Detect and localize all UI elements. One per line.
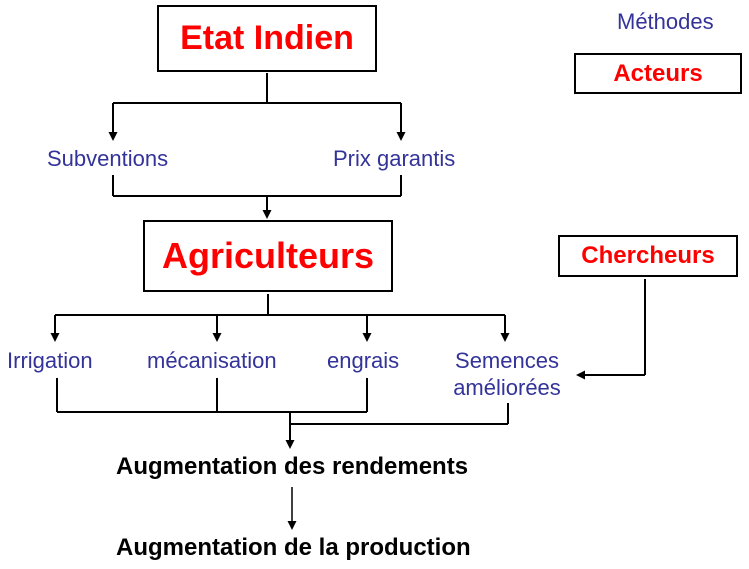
subventions-label: Subventions (47, 146, 169, 171)
chercheurs-label: Chercheurs (581, 242, 715, 269)
augmentation-rendements-label: Augmentation des rendements (116, 453, 469, 480)
engrais-label: engrais (327, 348, 400, 373)
etat-indien-box: Etat Indien (157, 5, 377, 72)
acteurs-label: Acteurs (613, 59, 703, 87)
agriculteurs-box: Agriculteurs (143, 220, 393, 292)
augmentation-production-label: Augmentation de la production (116, 534, 471, 561)
semences-ameliorees-label: Semences améliorées (453, 348, 561, 400)
acteurs-box: Acteurs (574, 53, 742, 94)
legend-methodes-label: Méthodes (617, 9, 714, 34)
chercheurs-box: Chercheurs (558, 235, 738, 277)
prix-garantis-label: Prix garantis (333, 146, 456, 171)
mecanisation-label: mécanisation (147, 348, 277, 373)
etat-indien-label: Etat Indien (180, 19, 354, 57)
agriculteurs-label: Agriculteurs (161, 235, 375, 276)
irrigation-label: Irrigation (7, 348, 93, 373)
